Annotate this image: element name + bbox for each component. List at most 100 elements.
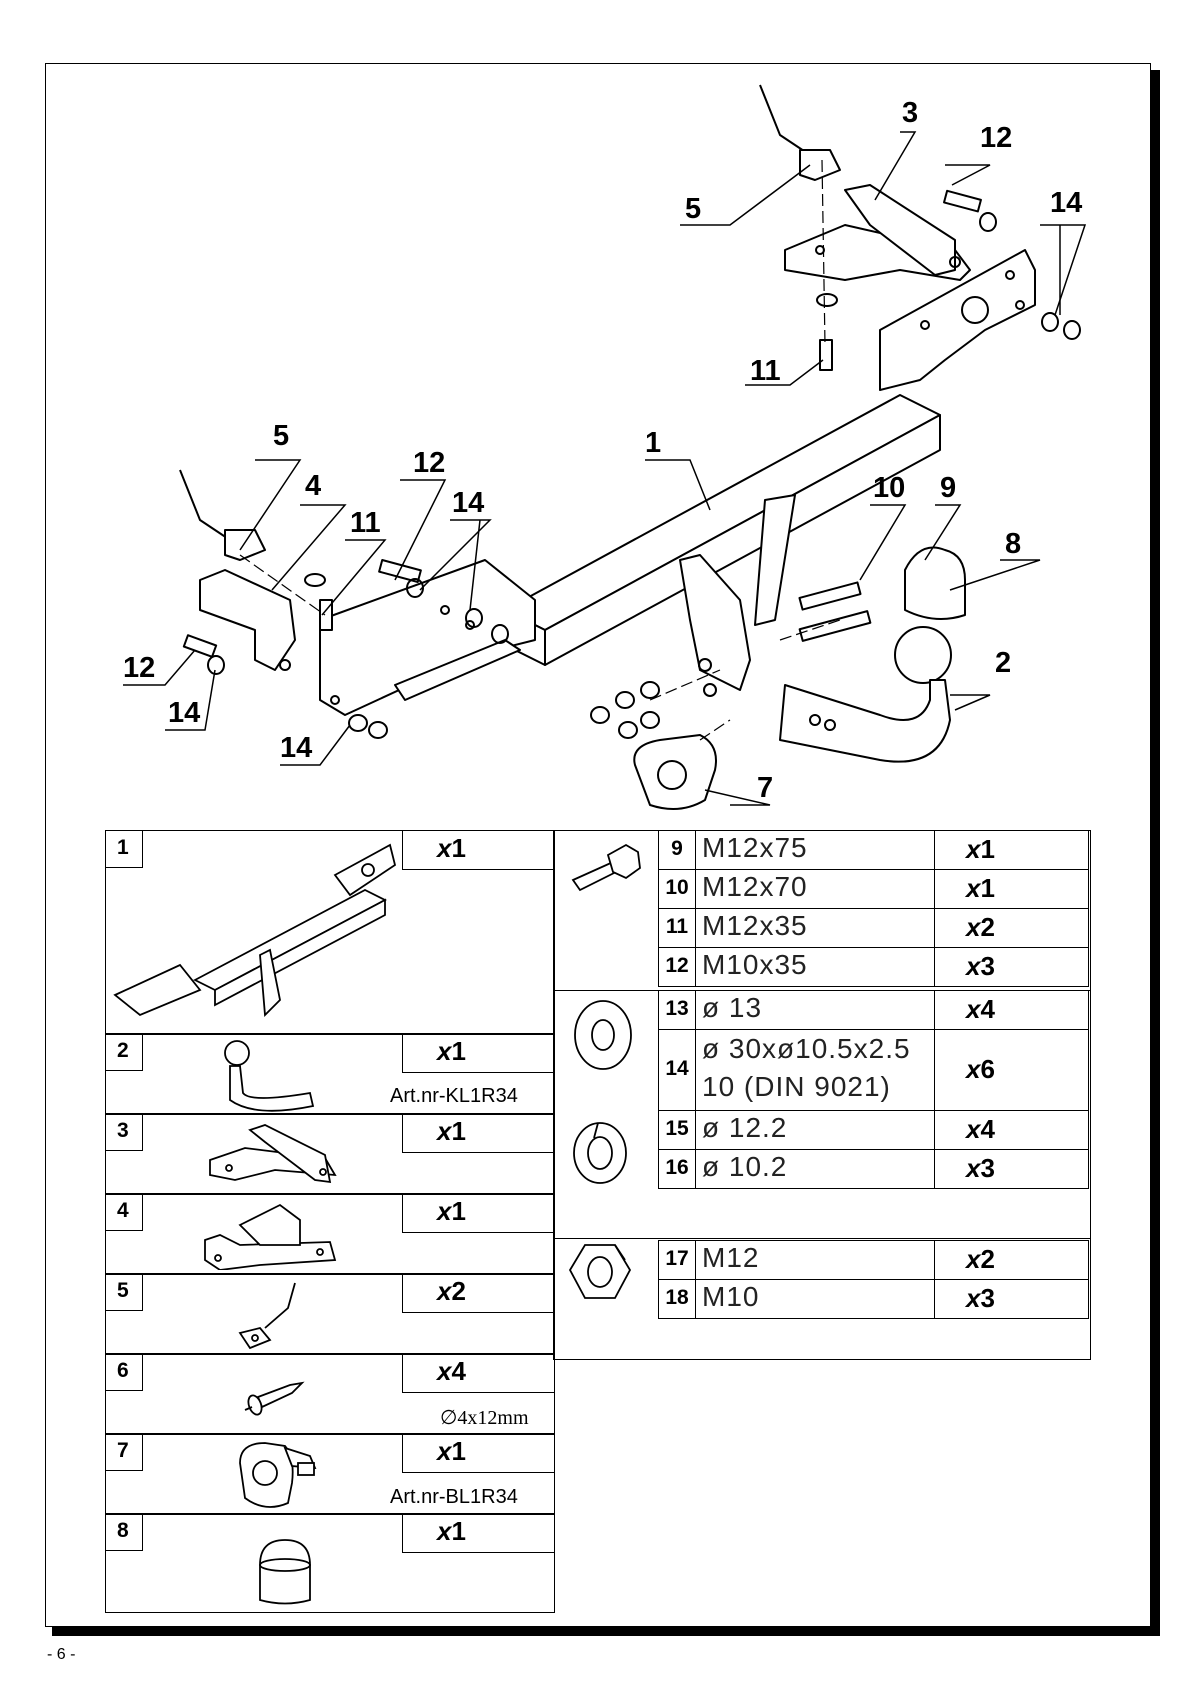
part-num-cell	[105, 1353, 143, 1391]
hardware-num: 9	[671, 837, 683, 860]
spring-washer-icon	[573, 1122, 627, 1184]
hardware-spec: M12x75	[702, 832, 808, 863]
callout-11-right: 11	[750, 355, 781, 387]
part-row-4	[105, 1193, 555, 1275]
ball-neck-icon	[224, 1040, 315, 1112]
part-num-cell	[105, 1513, 143, 1551]
bolt-icon	[182, 189, 982, 658]
callout-14-bottom-a: 14	[168, 697, 200, 729]
hardware-num: 12	[665, 954, 689, 977]
clamp-plate-icon	[204, 1203, 337, 1270]
part-num: 2	[117, 1039, 129, 1062]
qty-cell	[402, 1113, 555, 1153]
qty-cell	[402, 1273, 555, 1313]
hardware-qty: x3	[966, 951, 995, 981]
part-qty: x1	[437, 1516, 466, 1546]
callout-4: 4	[305, 470, 321, 502]
towbar-frame-icon	[319, 249, 1036, 716]
frame-shadow-bottom	[52, 1627, 1160, 1636]
callout-1: 1	[645, 427, 661, 459]
hardware-qty: x2	[966, 1244, 995, 1274]
part-num: 6	[117, 1359, 129, 1382]
hardware-qty: x4	[966, 994, 995, 1024]
hardware-qty-cell	[934, 1279, 1089, 1319]
part-qty: x1	[437, 1196, 466, 1226]
part-row-7	[105, 1433, 555, 1515]
part-row-2	[105, 1033, 555, 1115]
hook-icon	[238, 1282, 296, 1350]
hardware-qty-cell	[934, 830, 1089, 870]
hardware-num: 18	[665, 1286, 689, 1309]
hardware-qty-cell	[934, 1240, 1089, 1280]
qty-cell	[402, 1513, 555, 1553]
part-num-cell	[105, 1193, 143, 1231]
part-qty: x4	[437, 1356, 466, 1386]
part-row-5	[105, 1273, 555, 1355]
ball-cap-icon	[259, 1539, 311, 1605]
callout-2: 2	[995, 647, 1011, 679]
assembly-drawing: 1 2 3 4 5 5 7 8 9 10 11 11 12 12 12 14 1…	[123, 84, 1087, 810]
hardware-spec: ø 13	[702, 992, 763, 1023]
part-qty: x2	[437, 1276, 466, 1306]
part-num-cell	[105, 830, 143, 868]
nut-icon	[568, 1244, 632, 1299]
rivet-icon	[244, 1381, 305, 1416]
hardware-qty: x1	[966, 834, 995, 864]
socket-plate-icon	[239, 1442, 317, 1508]
washer-icon	[574, 1000, 632, 1070]
qty-cell	[402, 1193, 555, 1233]
hardware-qty-cell	[934, 869, 1089, 909]
rivet-size: ∅4x12mm	[440, 1407, 529, 1429]
hardware-qty: x6	[966, 1054, 995, 1084]
hardware-num: 13	[665, 997, 689, 1020]
part-num-cell	[105, 1433, 143, 1471]
hardware-qty: x4	[966, 1114, 995, 1144]
hardware-qty: x2	[966, 912, 995, 942]
part-qty: x1	[437, 833, 466, 863]
hardware-qty: x3	[966, 1283, 995, 1313]
hardware-spec: M10	[702, 1281, 760, 1312]
hardware-qty-cell	[934, 947, 1089, 987]
part-row-1	[105, 830, 555, 1035]
hardware-num: 17	[665, 1247, 689, 1270]
hardware-num: 11	[665, 915, 689, 938]
hardware-spec: ø 12.2	[702, 1112, 788, 1143]
hardware-qty-cell	[934, 908, 1089, 948]
part-row-8	[105, 1513, 555, 1613]
callout-8: 8	[1005, 528, 1021, 560]
part-qty: x1	[437, 1036, 466, 1066]
hardware-qty-cell	[934, 1110, 1089, 1150]
callout-7: 7	[757, 772, 773, 804]
part-row-6	[105, 1353, 555, 1435]
part-qty: x1	[437, 1436, 466, 1466]
ball-cap-icon	[904, 546, 966, 620]
callout-11-left: 11	[350, 507, 381, 539]
hardware-spec: ø 30xø10.5x2.5	[702, 1033, 911, 1064]
hardware-num: 14	[665, 1057, 689, 1080]
bracket-icon	[209, 1124, 337, 1184]
callout-9: 9	[940, 472, 956, 504]
frame-shadow-right	[1151, 70, 1160, 1636]
nut-icon	[368, 320, 1081, 739]
hardware-qty: x1	[966, 873, 995, 903]
page-number: - 6 -	[47, 1646, 76, 1663]
callout-12-bottom: 12	[123, 652, 155, 684]
part-row-3	[105, 1113, 555, 1195]
part-num: 1	[117, 836, 129, 859]
part-qty: x1	[437, 1116, 466, 1146]
ball-neck-icon	[779, 626, 952, 763]
hardware-num: 15	[665, 1117, 689, 1140]
part-num: 7	[117, 1439, 129, 1462]
hardware-spec-line2: 10 (DIN 9021)	[702, 1071, 891, 1102]
qty-cell	[402, 830, 555, 870]
callout-12-left: 12	[413, 447, 445, 479]
part-num-cell	[105, 1113, 143, 1151]
hardware-spec: M12x35	[702, 910, 808, 941]
callout-5-left: 5	[273, 420, 289, 452]
part-num: 3	[117, 1119, 129, 1142]
callout-12-right: 12	[980, 122, 1012, 154]
hardware-spec: M12x70	[702, 871, 808, 902]
part-num: 5	[117, 1279, 129, 1302]
part-num-cell	[105, 1033, 143, 1071]
part-num: 8	[117, 1519, 129, 1542]
